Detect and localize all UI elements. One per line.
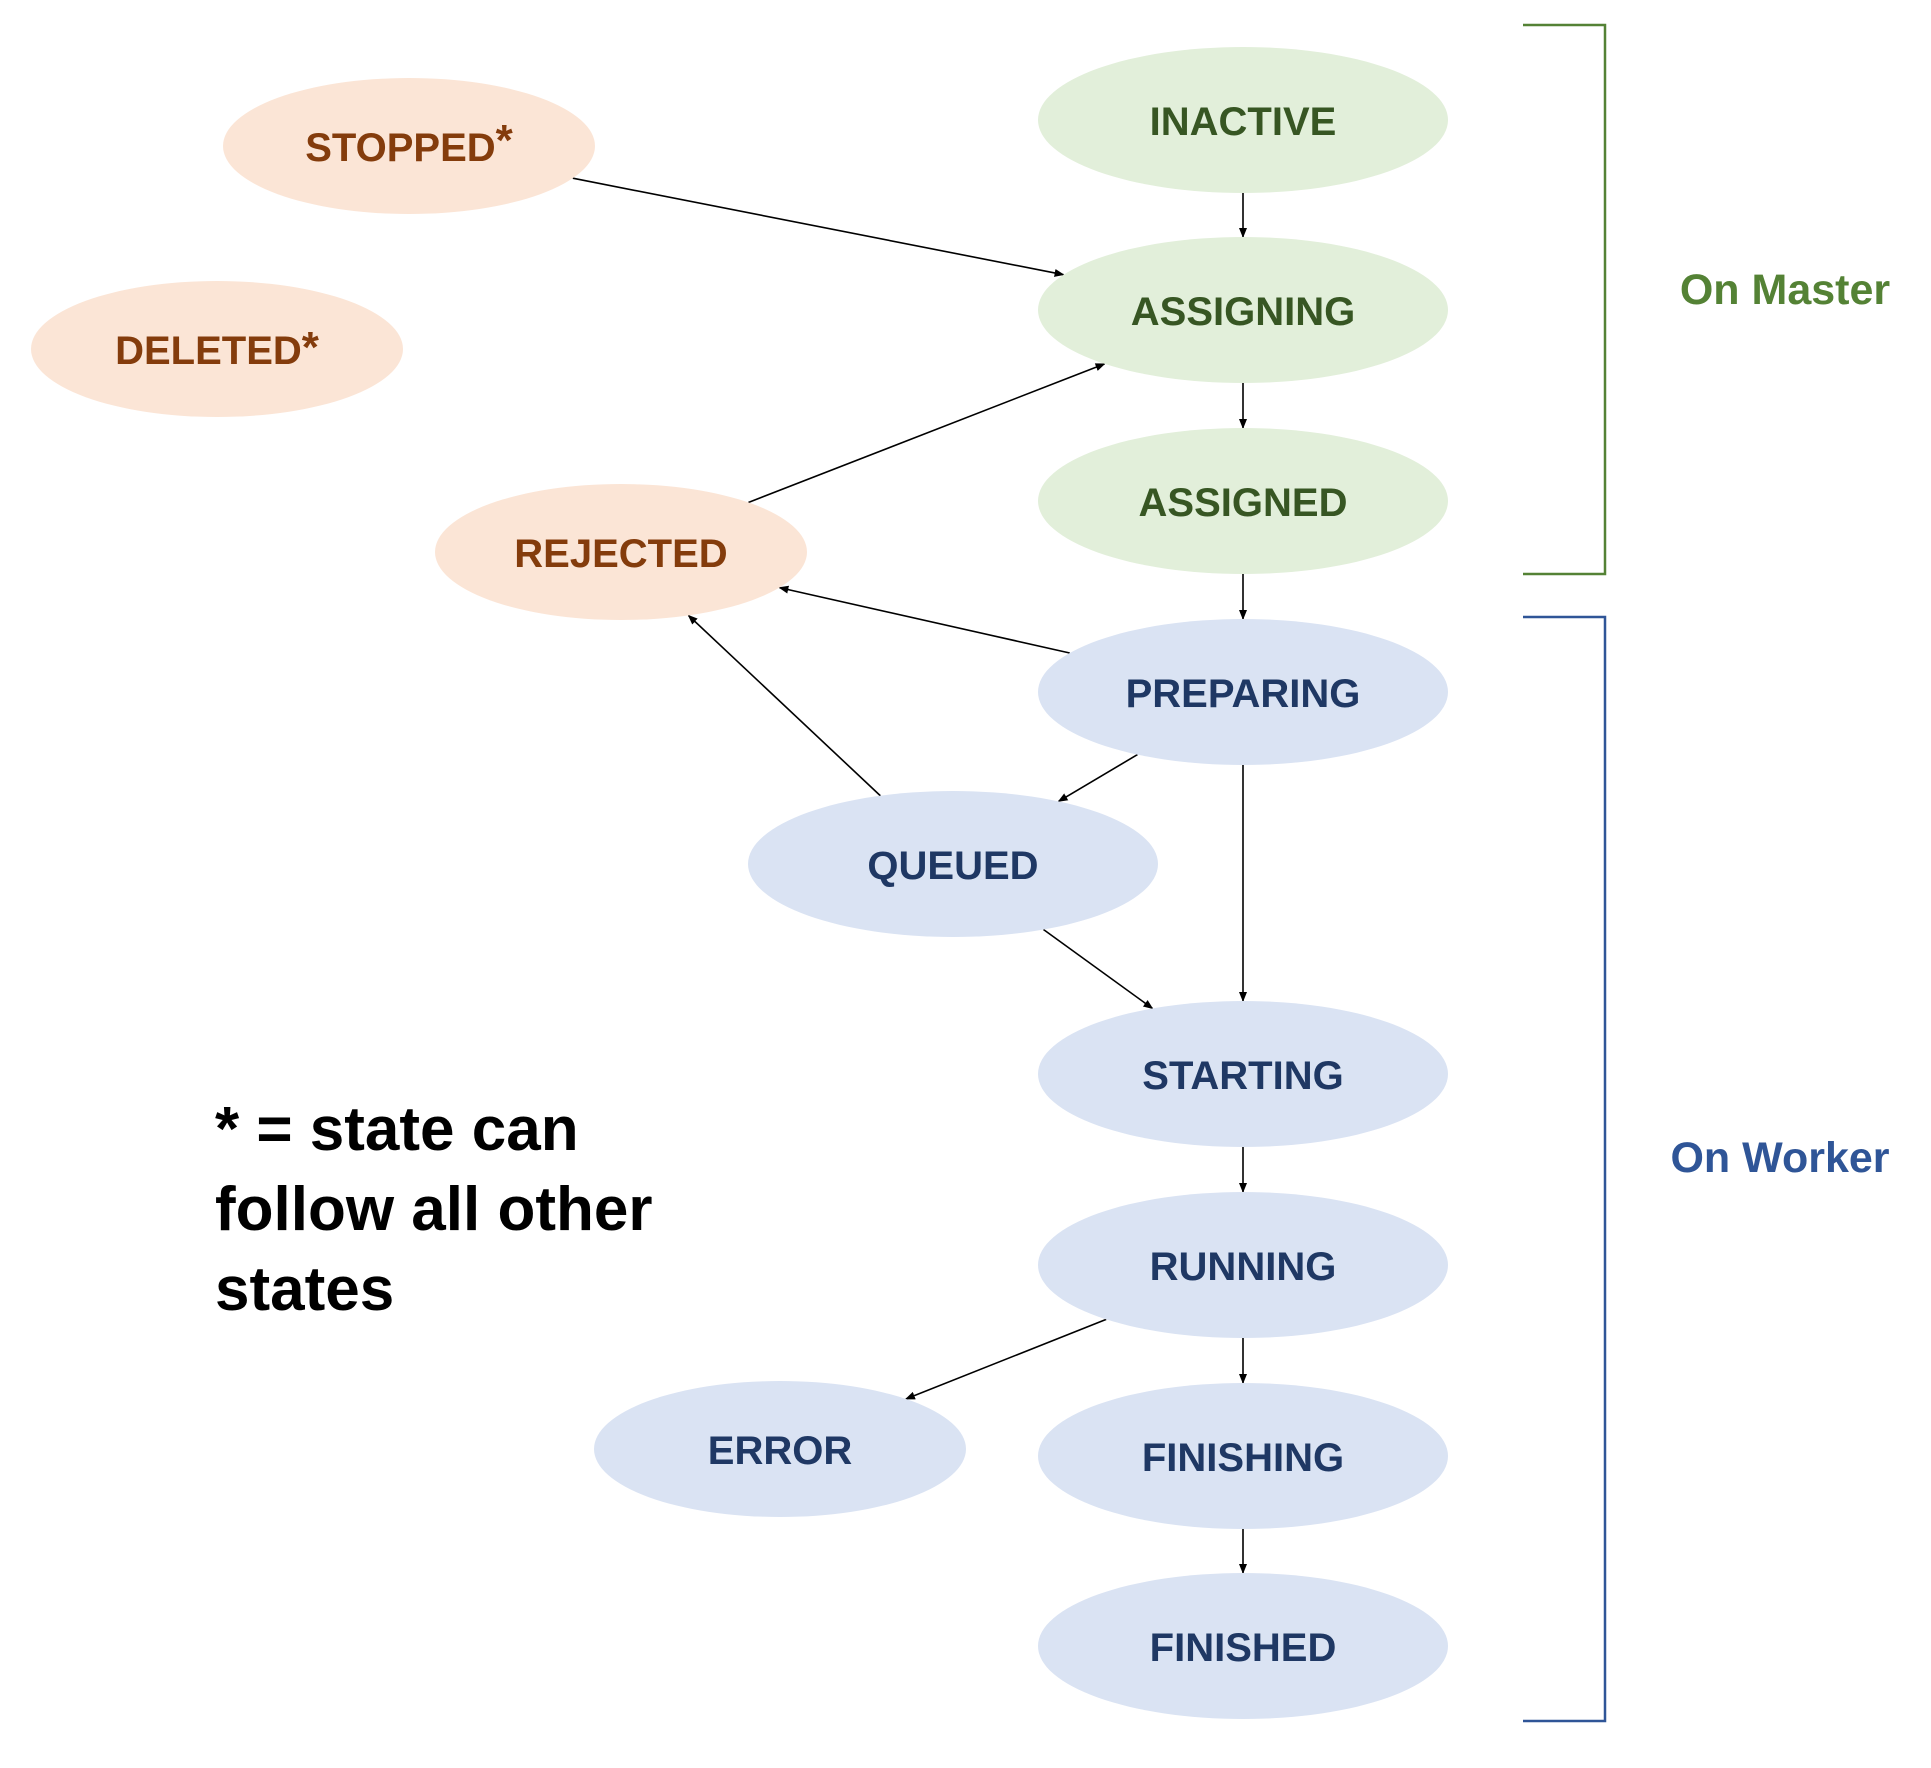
- arrow-running-to-error: [904, 1318, 1107, 1400]
- svg-text:INACTIVE: INACTIVE: [1150, 100, 1337, 144]
- worker-group-label: On Worker: [1670, 1134, 1889, 1182]
- state-running: RUNNING: [1038, 1192, 1448, 1338]
- state-queued-label: QUEUED: [867, 844, 1038, 888]
- state-inactive-label: INACTIVE: [1150, 100, 1337, 144]
- state-deleted-shape: [31, 281, 403, 417]
- state-nodes: INACTIVE ASSIGNING ASSIGNED STOPPED*: [31, 47, 1448, 1719]
- state-finished: FINISHED: [1038, 1573, 1448, 1719]
- footnote-line-1: * = state can: [215, 1095, 579, 1164]
- state-deleted-star: *: [302, 323, 320, 372]
- svg-text:RUNNING: RUNNING: [1150, 1245, 1337, 1289]
- state-starting: STARTING: [1038, 1001, 1448, 1147]
- footnote: * = state can follow all other states: [215, 1095, 652, 1324]
- state-rejected-label: REJECTED: [514, 532, 727, 576]
- arrow-stopped-to-assigning: [572, 177, 1065, 277]
- state-rejected-shape: [435, 484, 807, 620]
- state-error: ERROR: [594, 1381, 966, 1517]
- state-deleted: DELETED*: [31, 281, 403, 417]
- state-queued-shape: [748, 791, 1158, 937]
- state-assigned-shape: [1038, 428, 1448, 574]
- master-group-label: On Master: [1680, 266, 1891, 314]
- state-finishing-label: FINISHING: [1142, 1436, 1344, 1480]
- state-stopped-label: STOPPED: [305, 126, 495, 170]
- state-assigned: ASSIGNED: [1038, 428, 1448, 574]
- svg-text:FINISHING: FINISHING: [1142, 1436, 1344, 1480]
- state-error-shape: [594, 1381, 966, 1517]
- arrow-queued-to-rejected: [687, 614, 881, 797]
- state-starting-shape: [1038, 1001, 1448, 1147]
- state-finishing: FINISHING: [1038, 1383, 1448, 1529]
- state-preparing-shape: [1038, 619, 1448, 765]
- state-stopped-shape: [223, 78, 595, 214]
- state-finished-label: FINISHED: [1150, 1626, 1337, 1670]
- footnote-line-3: states: [215, 1255, 394, 1324]
- worker-group: On Worker: [1523, 615, 1890, 1723]
- svg-text:REJECTED: REJECTED: [514, 532, 727, 576]
- svg-text:ASSIGNING: ASSIGNING: [1131, 290, 1355, 334]
- state-error-label: ERROR: [708, 1429, 853, 1473]
- state-starting-label: STARTING: [1142, 1054, 1343, 1098]
- state-assigned-label: ASSIGNED: [1139, 481, 1348, 525]
- state-stopped: STOPPED*: [223, 78, 595, 214]
- state-queued: QUEUED: [748, 791, 1158, 937]
- state-preparing-label: PREPARING: [1126, 672, 1361, 716]
- svg-text:ERROR: ERROR: [708, 1429, 853, 1473]
- svg-text:PREPARING: PREPARING: [1126, 672, 1361, 716]
- state-preparing: PREPARING: [1038, 619, 1448, 765]
- state-finished-shape: [1038, 1573, 1448, 1719]
- footnote-line-2: follow all other: [215, 1175, 652, 1244]
- state-assigning: ASSIGNING: [1038, 237, 1448, 383]
- state-inactive-shape: [1038, 47, 1448, 193]
- svg-text:ASSIGNED: ASSIGNED: [1139, 481, 1348, 525]
- svg-text:DELETED*: DELETED*: [115, 323, 320, 374]
- arrow-preparing-to-rejected: [778, 585, 1070, 654]
- state-deleted-label: DELETED: [115, 329, 302, 373]
- state-running-label: RUNNING: [1150, 1245, 1337, 1289]
- transition-arrows: [572, 177, 1247, 1574]
- svg-text:FINISHED: FINISHED: [1150, 1626, 1337, 1670]
- svg-text:STOPPED*: STOPPED*: [305, 116, 513, 171]
- state-inactive: INACTIVE: [1038, 47, 1448, 193]
- state-rejected: REJECTED: [435, 484, 807, 620]
- state-assigning-shape: [1038, 237, 1448, 383]
- arrow-rejected-to-assigning: [748, 363, 1106, 504]
- worker-bracket: [1523, 615, 1607, 1723]
- master-bracket: [1523, 23, 1607, 576]
- svg-text:QUEUED: QUEUED: [867, 844, 1038, 888]
- state-running-shape: [1038, 1192, 1448, 1338]
- state-assigning-label: ASSIGNING: [1131, 290, 1355, 334]
- master-group: On Master: [1523, 23, 1891, 576]
- state-stopped-star: *: [496, 116, 514, 165]
- arrow-preparing-to-queued: [1057, 753, 1138, 803]
- state-finishing-shape: [1038, 1383, 1448, 1529]
- svg-text:STARTING: STARTING: [1142, 1054, 1343, 1098]
- arrow-queued-to-starting: [1042, 928, 1154, 1010]
